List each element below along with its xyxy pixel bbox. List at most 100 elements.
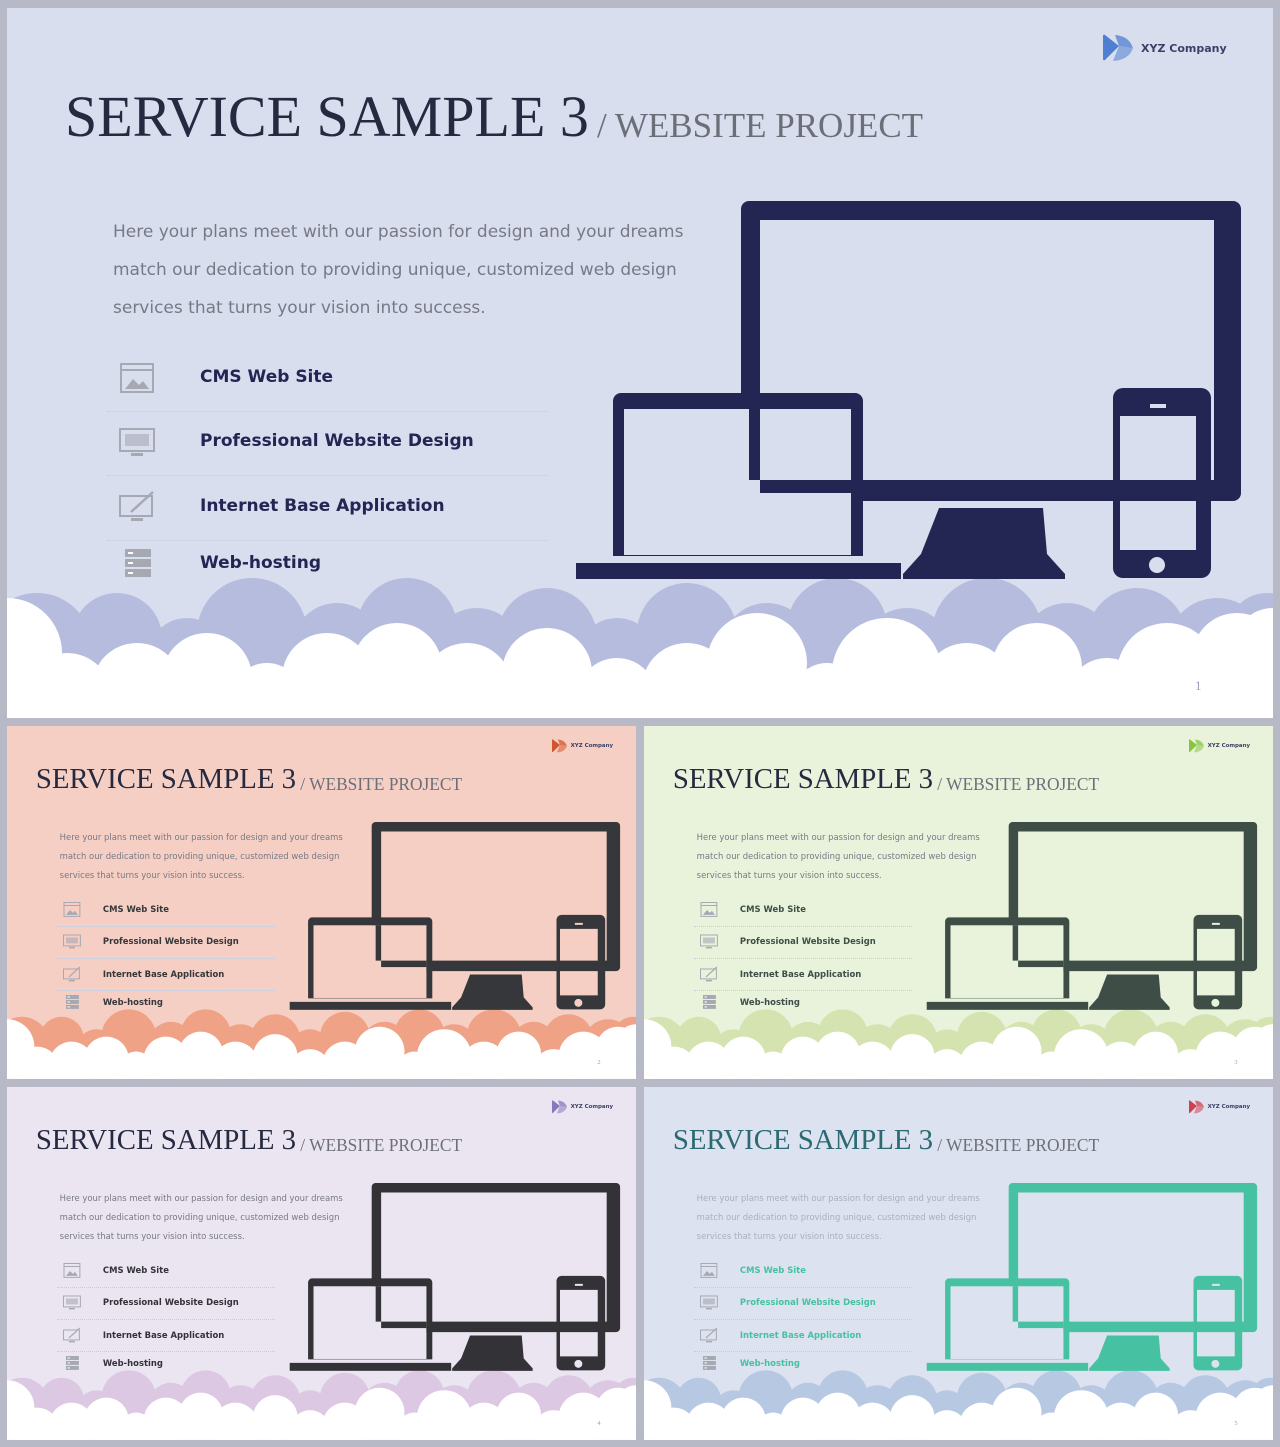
description-line: match our dedication to providing unique… [113, 260, 677, 280]
service-divider [56, 926, 276, 928]
service-label: Internet Base Application [102, 968, 225, 979]
service-label: CMS Web Site [102, 1265, 169, 1276]
description-line: match our dedication to providing unique… [696, 1211, 977, 1222]
slide-description: Here your plans meet with our passion fo… [60, 828, 343, 885]
service-divider [693, 1351, 913, 1353]
service-label: Web-hosting [739, 1357, 800, 1368]
devices-illustration [289, 1183, 621, 1371]
service-label: Web-hosting [102, 1357, 163, 1368]
description-line: services that turns your vision into suc… [696, 869, 882, 880]
description-line: Here your plans meet with our passion fo… [113, 222, 684, 242]
slide-title: SERVICE SAMPLE 3 [65, 84, 589, 149]
slide-artwork [7, 1183, 636, 1440]
service-divider [56, 1287, 276, 1289]
company-name: XYZ Company [570, 742, 614, 749]
monitor-stand [1089, 1335, 1170, 1371]
company-logo: XYZ Company [551, 738, 613, 754]
slide-title: SERVICE SAMPLE 3 [35, 1124, 297, 1157]
logo-icon [1188, 739, 1204, 753]
service-label: Professional Website Design [739, 936, 876, 947]
phone-icon [1113, 388, 1211, 578]
slide-artwork [7, 201, 1273, 718]
laptop-base [926, 1362, 1089, 1371]
foreground-clouds [7, 1380, 636, 1440]
page-number: 2 [597, 1058, 601, 1066]
description-line: match our dedication to providing unique… [59, 850, 340, 861]
slide-description: Here your plans meet with our passion fo… [697, 828, 980, 885]
devices-illustration [576, 201, 1241, 579]
slide-title: SERVICE SAMPLE 3 [35, 763, 297, 796]
description-line: services that turns your vision into suc… [113, 298, 486, 318]
company-logo: XYZ Company [1101, 32, 1227, 64]
slide-subtitle: / WEBSITE PROJECT [300, 1135, 463, 1155]
service-divider [56, 1319, 276, 1321]
description-line: Here your plans meet with our passion fo… [59, 1192, 343, 1203]
page-number: 4 [597, 1419, 601, 1427]
phone-icon [1193, 1275, 1243, 1371]
description-line: Here your plans meet with our passion fo… [696, 1192, 980, 1203]
description-line: match our dedication to providing unique… [696, 850, 977, 861]
service-label: Internet Base Application [739, 1329, 862, 1340]
service-divider [693, 1319, 913, 1321]
page-number: 5 [1234, 1419, 1238, 1427]
web-application-icon [119, 491, 154, 521]
devices-illustration [926, 1183, 1258, 1371]
phone-icon [556, 914, 606, 1010]
service-label: Web-hosting [200, 553, 322, 573]
phone-icon [556, 1275, 606, 1371]
page-number: 3 [1234, 1058, 1238, 1066]
company-name: XYZ Company [1141, 41, 1227, 55]
cms-site-icon [120, 363, 154, 393]
web-application-icon [62, 1327, 80, 1342]
monitor-stand [452, 1335, 533, 1371]
description-line: services that turns your vision into suc… [59, 1230, 245, 1241]
page-number: 1 [1195, 678, 1202, 693]
description-line: Here your plans meet with our passion fo… [696, 831, 980, 842]
service-divider [693, 926, 913, 928]
server-hosting-icon [65, 1355, 79, 1370]
service-divider [107, 411, 547, 412]
service-label: CMS Web Site [739, 904, 806, 915]
service-label: CMS Web Site [102, 904, 169, 915]
web-application-icon [699, 966, 717, 981]
logo-icon [1188, 1100, 1204, 1114]
monitor-stand [903, 508, 1065, 579]
foreground-clouds [644, 1380, 1273, 1440]
description-line: services that turns your vision into suc… [59, 869, 245, 880]
service-label: CMS Web Site [739, 1265, 806, 1276]
foreground-clouds [7, 1019, 636, 1079]
laptop-base [289, 1362, 452, 1371]
service-divider [693, 1287, 913, 1289]
slide-subtitle: / WEBSITE PROJECT [597, 106, 924, 145]
slide-subtitle: / WEBSITE PROJECT [300, 774, 463, 794]
web-application-icon [699, 1327, 717, 1342]
service-label: Professional Website Design [739, 1297, 876, 1308]
service-label: Internet Base Application [200, 496, 445, 516]
server-hosting-icon [702, 994, 716, 1009]
logo-icon [1103, 34, 1133, 61]
website-design-icon [119, 428, 155, 456]
service-label: Professional Website Design [102, 1297, 239, 1308]
logo-icon [551, 739, 567, 753]
service-divider [693, 958, 913, 960]
slide-description: Here your plans meet with our passion fo… [697, 1189, 980, 1246]
foreground-clouds [7, 598, 1273, 718]
company-logo: XYZ Company [1188, 1099, 1250, 1115]
service-label: Web-hosting [102, 996, 163, 1007]
slide-title: SERVICE SAMPLE 3 [672, 1124, 934, 1157]
laptop-base [926, 1001, 1089, 1010]
logo-icon [551, 1100, 567, 1114]
cms-site-icon [63, 902, 81, 918]
slide-subtitle: / WEBSITE PROJECT [937, 774, 1100, 794]
service-divider [56, 1351, 276, 1353]
server-hosting-icon [65, 994, 79, 1009]
description-line: services that turns your vision into suc… [696, 1230, 882, 1241]
website-design-icon [699, 934, 718, 949]
service-divider [56, 958, 276, 960]
monitor-stand [452, 974, 533, 1010]
web-application-icon [62, 966, 80, 981]
company-name: XYZ Company [570, 1103, 614, 1110]
